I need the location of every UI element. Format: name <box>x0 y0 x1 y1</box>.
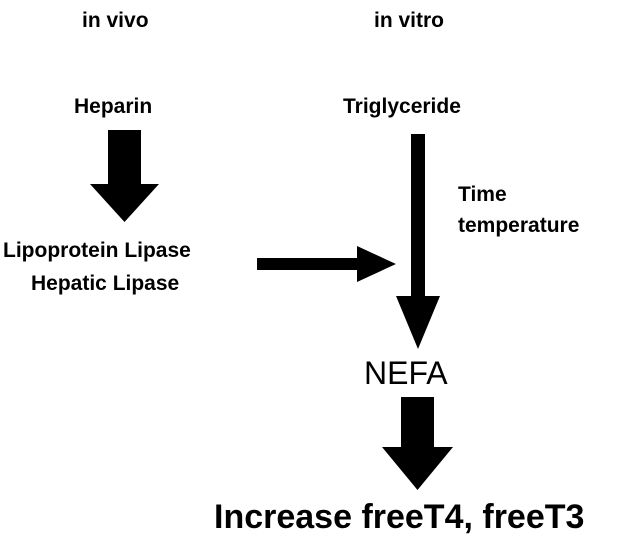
label-temperature: temperature <box>458 214 580 237</box>
header-in-vitro: in vitro <box>374 9 445 32</box>
node-nefa: NEFA <box>364 355 448 391</box>
node-hepatic-lipase: Hepatic Lipase <box>31 272 180 295</box>
node-result: Increase freeT4, freeT3 <box>214 498 585 536</box>
heparin-to-lipase-arrow <box>90 130 159 222</box>
triglyceride-to-nefa-arrow <box>396 134 440 349</box>
header-in-vivo: in vivo <box>82 9 149 32</box>
nefa-to-result-arrow <box>382 397 453 490</box>
node-lipoprotein-lipase: Lipoprotein Lipase <box>3 239 191 262</box>
node-heparin: Heparin <box>74 95 153 118</box>
label-time: Time <box>458 183 507 206</box>
node-triglyceride: Triglyceride <box>343 95 461 118</box>
lipase-to-vitro-arrow <box>257 246 396 282</box>
